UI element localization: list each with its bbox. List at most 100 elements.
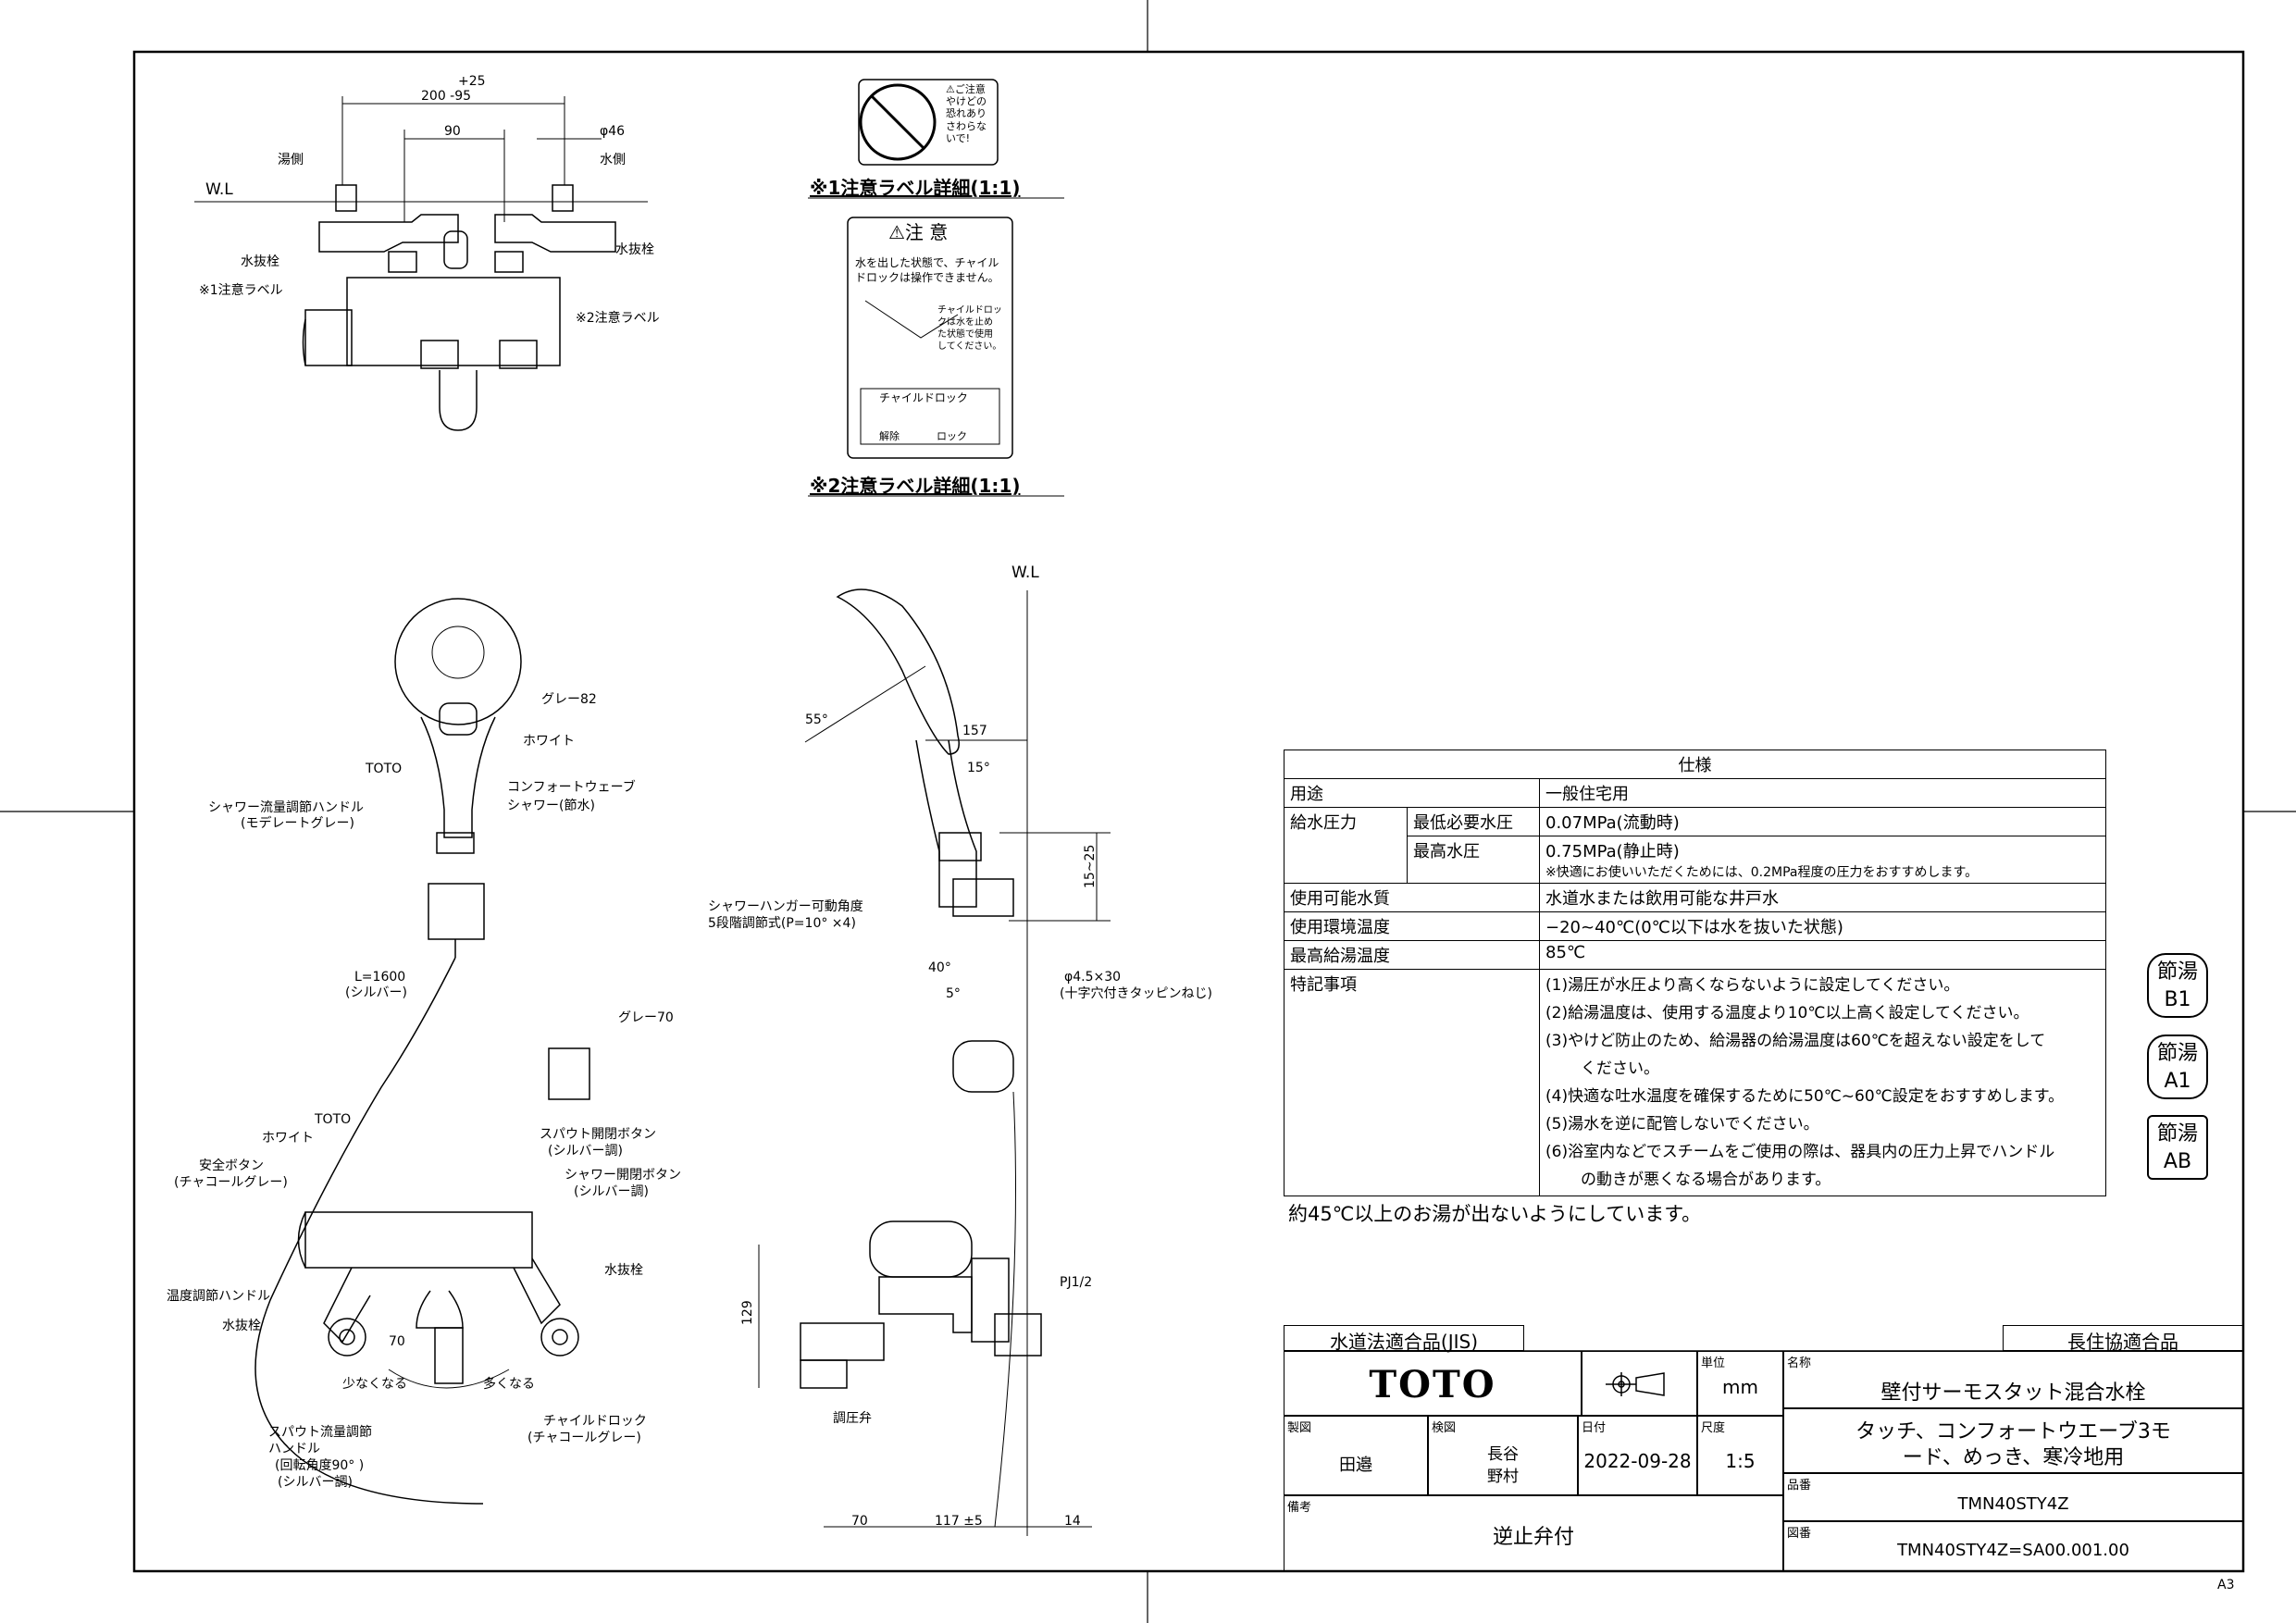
drain-label-front-left: 水抜栓 [222, 1319, 261, 1333]
model-label: 品番 [1787, 1479, 1812, 1493]
grey82-label: グレー82 [541, 692, 597, 707]
spec-water-value: 水道水または飲用可能な井戸水 [1539, 883, 2106, 912]
spec-max-value-text: 0.75MPa(静止時) [1545, 842, 1680, 861]
caution-label-2-drawing [808, 217, 1064, 497]
paper-size: A3 [2217, 1578, 2235, 1592]
caution-label-2-side3: た状態で使用 [937, 329, 993, 340]
hose-label-1: L=1600 [354, 970, 406, 985]
flow-handle-label-1: シャワー流量調節ハンドル [208, 800, 364, 815]
badge-ab-top: 節湯 [2156, 1122, 2198, 1146]
remarks-cell: 備考 逆止弁付 [1284, 1495, 1783, 1571]
spec-water-label: 使用可能水質 [1284, 883, 1540, 912]
caution-label-1-title: ※1注意ラベル詳細(1:1) [810, 177, 1021, 199]
choju-box: 長住協適合品 [2003, 1325, 2243, 1353]
scale-cell: 尺度 1:5 [1697, 1416, 1783, 1495]
dim-117: 117 ±5 [935, 1514, 983, 1529]
spout-flow-label-2: ハンドル [268, 1442, 320, 1456]
caution-label-2-line1: 水を出した状態で、チャイル [855, 256, 999, 269]
toto-logo: TOTO [1369, 1363, 1496, 1406]
safety-button-label-1: 安全ボタン [199, 1158, 264, 1173]
unit-cell: 単位 mm [1697, 1351, 1783, 1416]
drawn-cell: 製図 田邉 [1284, 1416, 1428, 1495]
checked-label: 検図 [1432, 1421, 1457, 1435]
logo-cell: TOTO [1284, 1351, 1582, 1416]
product-desc-2: ード、めっき、寒冷地用 [1902, 1446, 2125, 1469]
spout-flow-label-3: (回転角度90° ) [275, 1458, 365, 1473]
spec-min-value: 0.07MPa(流動時) [1539, 807, 2106, 836]
spec-notes-label: 特記事項 [1284, 969, 1540, 1196]
hanger-angle-label-1: シャワーハンガー可動角度 [708, 899, 863, 914]
angle-55: 55° [805, 712, 828, 727]
water-saving-badge-b1: 節湯 B1 [2147, 953, 2208, 1018]
spec-hot-value: 85℃ [1539, 940, 2106, 970]
spec-title: 仕様 [1284, 750, 2106, 779]
toto-label-shower: TOTO [366, 762, 403, 776]
checked-by-1: 長谷 [1487, 1445, 1519, 1464]
model-number: TMN40STY4Z [1957, 1494, 2069, 1514]
caution-label-2-ref: ※2注意ラベル [576, 311, 660, 326]
jis-label: 水道法適合品(JIS) [1329, 1331, 1479, 1353]
choju-label: 長住協適合品 [2067, 1331, 2178, 1353]
spout-button-label-1: スパウト開閉ボタン [540, 1127, 656, 1142]
hot-side-label: 湯側 [278, 153, 304, 167]
caution-label-1-ref: ※1注意ラベル [199, 283, 283, 298]
screw-label-1: φ4.5×30 [1064, 970, 1122, 985]
badge-a1-bottom: A1 [2164, 1070, 2191, 1093]
caution-label-2-release: 解除 [879, 430, 900, 442]
spec-env-label: 使用環境温度 [1284, 911, 1540, 941]
checked-by-2: 野村 [1487, 1468, 1519, 1486]
dim-15-25: 15~25 [1083, 844, 1098, 888]
flow-handle-label-2: (モデレートグレー) [241, 816, 354, 831]
dim-70-front: 70 [389, 1334, 405, 1349]
dim-129: 129 [740, 1300, 755, 1325]
spec-max-label: 最高水圧 [1407, 836, 1540, 884]
desc-cell: タッチ、コンフォートウエーブ3モ ード、めっき、寒冷地用 [1783, 1408, 2243, 1473]
drawing-number-cell: 図番 TMN40STY4Z=SA00.001.00 [1783, 1521, 2243, 1571]
dim-157: 157 [962, 724, 987, 738]
hand-shower-front [254, 598, 522, 1505]
caution-label-2-heading: ⚠注 意 [888, 221, 949, 243]
spec-use-label: 用途 [1284, 778, 1540, 808]
spec-min-label: 最低必要水圧 [1407, 807, 1540, 836]
water-level-label-side: W.L [1011, 564, 1039, 582]
water-level-label: W.L [205, 180, 233, 199]
spec-footnote: 約45℃以上のお湯が出ないようにしています。 [1288, 1203, 1702, 1225]
spec-pressure-note: ※快適にお使いいただくためには、0.2MPa程度の圧力をおすすめします。 [1545, 865, 1979, 880]
less-label: 少なくなる [342, 1377, 407, 1392]
product-name: 壁付サーモスタット混合水栓 [1880, 1381, 2146, 1405]
more-label: 多くなる [483, 1377, 535, 1392]
safety-button-label-2: (チャコールグレー) [174, 1175, 288, 1190]
badge-ab-bottom: AB [2163, 1150, 2192, 1173]
spout-flow-label-1: スパウト流量調節 [268, 1425, 372, 1440]
spec-note-3: (3)やけど防止のため、給湯器の給湯温度は60℃を超えない設定をして [1545, 1032, 2046, 1050]
projection-cell [1582, 1351, 1697, 1416]
comfort-wave-label-1: コンフォートウェーブ [507, 780, 636, 795]
spec-note-5: (5)湯水を逆に配管しないでください。 [1545, 1115, 1819, 1134]
badge-b1-top: 節湯 [2156, 960, 2198, 984]
hanger-angle-label-2: 5段階調節式(P=10° ×4) [708, 916, 856, 931]
dim-total-plus: +25 [458, 74, 486, 89]
caution-label-2-side4: してください。 [937, 341, 1002, 352]
grey70-label: グレー70 [618, 1010, 674, 1025]
dim-total: 200 -95 [421, 89, 472, 104]
temp-handle-label: 温度調節ハンドル [167, 1289, 270, 1304]
spec-note-2: (2)給湯温度は、使用する温度より10℃以上高く設定してください。 [1545, 1004, 2029, 1022]
unit-value: mm [1722, 1376, 1758, 1398]
scale-value: 1:5 [1725, 1450, 1756, 1472]
date-cell: 日付 2022-09-28 [1578, 1416, 1697, 1495]
checked-cell: 検図 長谷 野村 [1428, 1416, 1578, 1495]
spec-env-value: −20~40℃(0℃以下は水を抜いた状態) [1539, 911, 2106, 941]
shower-button-label-1: シャワー開閉ボタン [565, 1168, 681, 1183]
drain-label-left: 水抜栓 [241, 254, 279, 269]
child-lock-label-2: (チャコールグレー) [527, 1431, 641, 1445]
spec-notes: (1)湯圧が水圧より高くならないように設定してください。 (2)給湯温度は、使用… [1539, 969, 2106, 1196]
white-label-shower: ホワイト [523, 734, 575, 749]
top-view-faucet [194, 96, 648, 431]
projection-symbol-icon [1606, 1372, 1665, 1396]
spout-flow-label-4: (シルバー調) [278, 1475, 353, 1490]
caution-label-2-title: ※2注意ラベル詳細(1:1) [810, 475, 1021, 497]
caution-label-1-text: ⚠ご注意 やけどの 恐れあり さわらな いで! [946, 83, 987, 144]
spec-note-6b: の動きが悪くなる場合があります。 [1581, 1171, 1831, 1189]
